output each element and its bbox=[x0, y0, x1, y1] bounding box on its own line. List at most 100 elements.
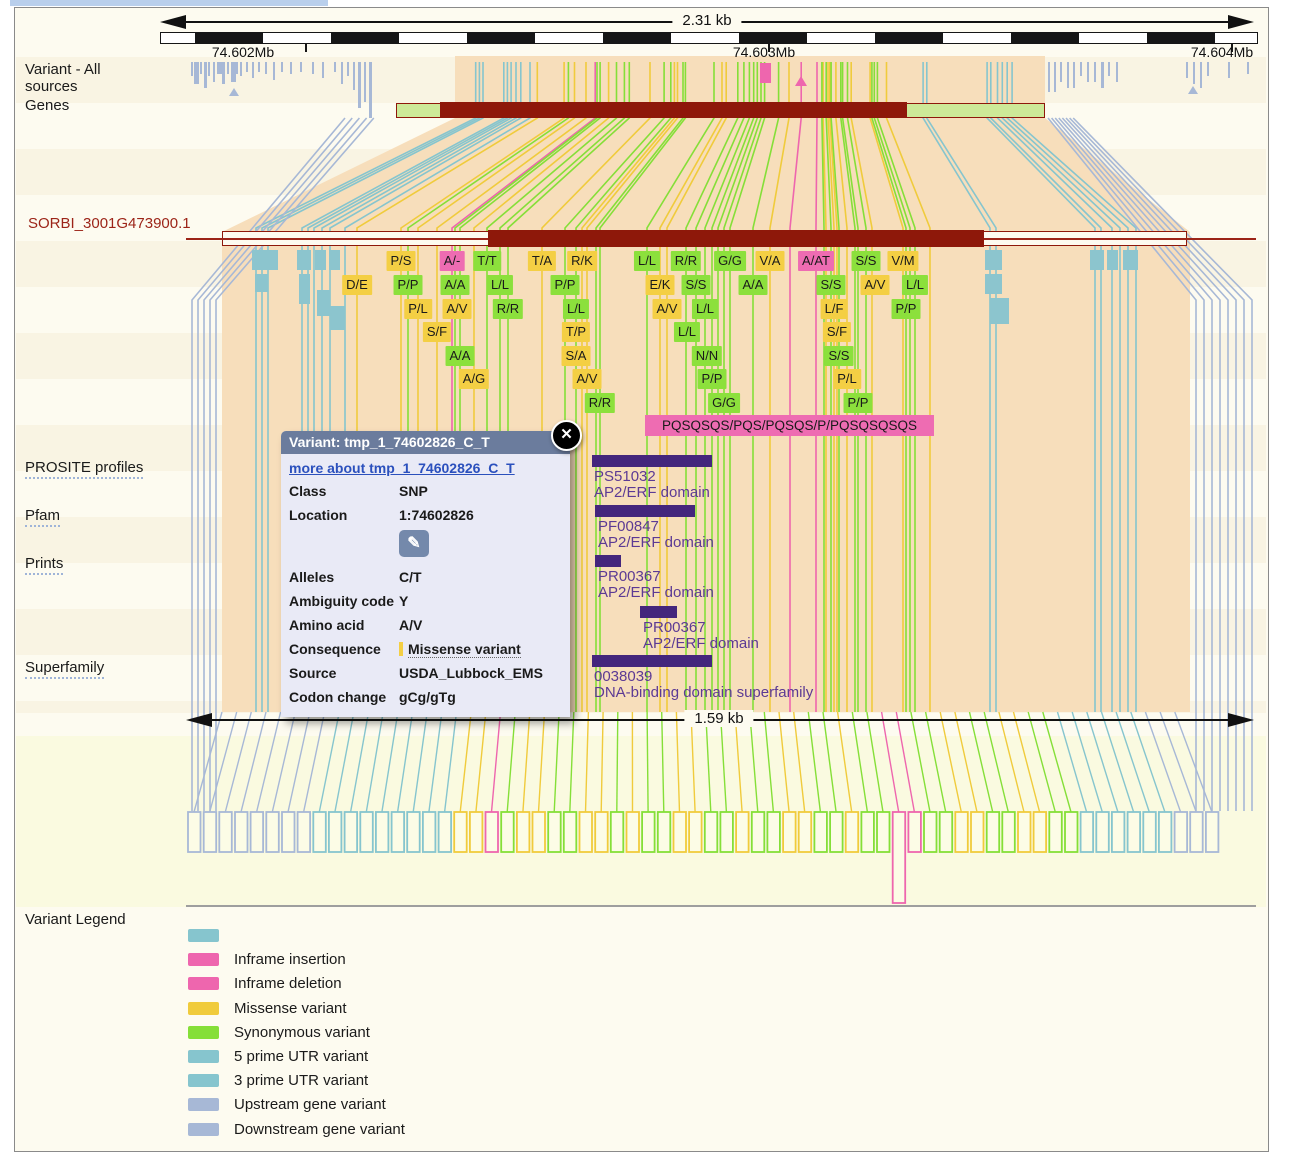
upstream-line[interactable] bbox=[215, 117, 375, 811]
collapsed-variant-box[interactable] bbox=[249, 811, 265, 853]
transcript-exon-box[interactable] bbox=[1107, 250, 1118, 270]
collapsed-variant-box[interactable] bbox=[1173, 811, 1188, 853]
track-label-superfamily[interactable]: Superfamily bbox=[25, 659, 105, 679]
variant-mark[interactable] bbox=[194, 62, 199, 84]
collapsed-variant-box[interactable] bbox=[312, 811, 327, 853]
collapsed-variant-box[interactable] bbox=[625, 811, 640, 853]
variant-mark[interactable] bbox=[213, 62, 215, 82]
collapsed-variant-box[interactable] bbox=[516, 811, 531, 853]
gene-utr-right[interactable] bbox=[905, 103, 1045, 118]
collapsed-variant-box[interactable] bbox=[202, 811, 218, 853]
aa-change-label[interactable]: S/F bbox=[422, 322, 452, 342]
variant-line[interactable] bbox=[869, 62, 904, 712]
collapsed-variant-box[interactable] bbox=[750, 811, 766, 853]
aa-change-label[interactable]: P/P bbox=[843, 393, 873, 413]
variant-line[interactable] bbox=[595, 62, 684, 712]
downstream-line[interactable] bbox=[1061, 117, 1229, 811]
variant-line[interactable] bbox=[822, 62, 827, 712]
collapsed-variant-box[interactable] bbox=[797, 811, 813, 853]
variant-line[interactable] bbox=[704, 62, 751, 712]
collapsed-variant-box[interactable] bbox=[374, 811, 390, 853]
inframe-insertion-mark[interactable] bbox=[760, 63, 771, 83]
transcript-exon-box[interactable] bbox=[985, 274, 1002, 294]
variant-line[interactable] bbox=[685, 62, 739, 712]
collapsed-variant-box[interactable] bbox=[985, 811, 1001, 853]
collapsed-variant-box[interactable] bbox=[468, 811, 484, 853]
variant-line[interactable] bbox=[729, 62, 766, 712]
aa-change-label[interactable]: T/T bbox=[473, 251, 501, 271]
collapsed-variant-box[interactable] bbox=[1064, 811, 1079, 853]
collapsed-variant-box[interactable] bbox=[500, 811, 515, 853]
edit-icon[interactable]: ✎ bbox=[399, 530, 429, 557]
variant-mark[interactable] bbox=[258, 62, 260, 72]
variant-mark[interactable] bbox=[1073, 62, 1075, 88]
variant-mark[interactable] bbox=[334, 62, 336, 72]
variant-mark[interactable] bbox=[1108, 62, 1110, 76]
variant-mark[interactable] bbox=[369, 62, 372, 118]
aa-change-label[interactable]: T/P bbox=[561, 322, 591, 342]
variant-line[interactable] bbox=[711, 62, 755, 712]
transcript-exon-box[interactable] bbox=[329, 250, 340, 270]
downstream-line[interactable] bbox=[1065, 117, 1237, 811]
variant-mark[interactable] bbox=[300, 62, 302, 72]
variant-line[interactable] bbox=[830, 62, 840, 712]
variant-line[interactable] bbox=[717, 62, 759, 712]
aa-change-label[interactable]: A/V bbox=[442, 299, 472, 319]
collapsed-variant-box[interactable] bbox=[1205, 811, 1220, 853]
variant-mark[interactable] bbox=[191, 62, 193, 76]
aa-change-label[interactable]: L/F bbox=[820, 299, 848, 319]
aa-change-label[interactable]: R/K bbox=[567, 251, 597, 271]
aa-change-label[interactable]: S/S bbox=[824, 346, 854, 366]
variant-line[interactable] bbox=[989, 62, 1102, 712]
collapsed-variant-box[interactable] bbox=[578, 811, 593, 853]
collapsed-variant-box[interactable] bbox=[844, 811, 860, 853]
transcript-exon-box[interactable] bbox=[317, 290, 330, 316]
collapsed-variant-box[interactable] bbox=[1032, 811, 1047, 853]
variant-line[interactable] bbox=[873, 62, 911, 712]
transcript-exon-box[interactable] bbox=[255, 274, 268, 292]
collapsed-variant-box[interactable] bbox=[547, 811, 562, 853]
collapsed-variant-box[interactable] bbox=[1017, 811, 1032, 853]
collapsed-variant-box[interactable] bbox=[437, 811, 453, 853]
collapsed-variant-box[interactable] bbox=[641, 811, 656, 853]
aa-change-label[interactable]: P/P bbox=[697, 369, 727, 389]
upstream-line[interactable] bbox=[197, 117, 353, 811]
domain-bar[interactable] bbox=[595, 555, 621, 567]
variant-mark[interactable] bbox=[290, 62, 292, 74]
aa-change-label[interactable]: S/F bbox=[822, 322, 852, 342]
variant-line[interactable] bbox=[821, 62, 825, 712]
variant-mark[interactable] bbox=[341, 62, 343, 84]
variant-line[interactable] bbox=[769, 62, 790, 712]
domain-id[interactable]: PS51032 bbox=[594, 468, 656, 485]
variant-line[interactable] bbox=[695, 62, 745, 712]
aa-change-label[interactable]: S/S bbox=[816, 275, 846, 295]
insertion-sequence-bar[interactable]: PQSQSQS/PQS/PQSQS/P/PQSQSQSQS bbox=[645, 415, 934, 436]
aa-change-label[interactable]: R/R bbox=[584, 393, 616, 413]
collapsed-variant-box[interactable] bbox=[281, 811, 296, 853]
collapsed-variant-box[interactable] bbox=[234, 811, 249, 853]
collapsed-variant-box[interactable] bbox=[327, 811, 343, 853]
variant-line[interactable] bbox=[666, 62, 728, 712]
aa-change-label[interactable]: G/G bbox=[708, 393, 740, 413]
downstream-line[interactable] bbox=[1054, 117, 1213, 811]
variant-line[interactable] bbox=[922, 62, 991, 712]
variant-line[interactable] bbox=[646, 62, 715, 712]
aa-change-label[interactable]: S/S bbox=[851, 251, 881, 271]
variant-line[interactable] bbox=[599, 62, 687, 712]
variant-line[interactable] bbox=[841, 62, 859, 712]
variant-line[interactable] bbox=[825, 62, 832, 712]
variant-mark[interactable] bbox=[281, 62, 283, 72]
collapsed-variant-box[interactable] bbox=[1126, 811, 1141, 853]
aa-change-label[interactable]: A/A bbox=[738, 275, 768, 295]
aa-change-label[interactable]: L/L bbox=[901, 275, 929, 295]
upstream-line[interactable] bbox=[209, 117, 368, 811]
upstream-line[interactable] bbox=[191, 117, 346, 811]
variant-mark[interactable] bbox=[1080, 62, 1082, 76]
collapsed-variant-box[interactable] bbox=[359, 811, 374, 853]
variant-line[interactable] bbox=[1006, 62, 1129, 712]
variant-line[interactable] bbox=[659, 62, 723, 712]
variant-mark[interactable] bbox=[265, 62, 267, 74]
variant-mark[interactable] bbox=[1067, 62, 1069, 88]
aa-change-label[interactable]: P/P bbox=[550, 275, 580, 295]
variant-line[interactable] bbox=[885, 62, 931, 712]
